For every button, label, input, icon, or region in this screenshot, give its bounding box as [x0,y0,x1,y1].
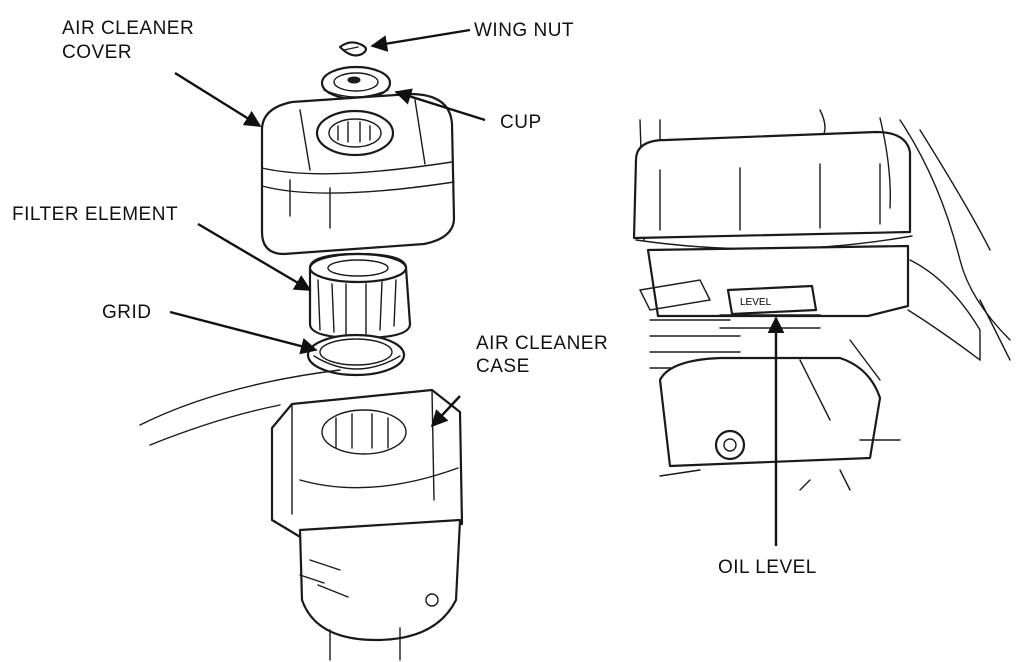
label-filter-element: FILTER ELEMENT [12,204,179,225]
label-air-cleaner-cover-line2: COVER [62,42,133,63]
grid-part [306,333,406,377]
cup-part [320,65,392,101]
air-cleaner-cover-part [260,92,456,256]
dipstick-text: LEVEL [740,297,772,308]
label-wing-nut: WING NUT [474,20,575,41]
arrow-filter-element [197,222,312,292]
label-cup: CUP [500,112,542,133]
arrow-cup [394,88,486,122]
wing-nut-part [338,41,368,57]
arrow-grid [169,310,318,355]
engine-view: LEVEL [632,109,1011,491]
arrow-air-cleaner-case [430,395,461,428]
label-air-cleaner-case-line2: CASE [476,356,530,377]
label-grid: GRID [102,302,152,323]
filter-element-part [308,252,412,340]
leader-arrows [169,28,785,546]
arrow-air-cleaner-cover [174,71,262,128]
air-cleaner-case-part [139,369,464,661]
label-air-cleaner-case-line1: AIR CLEANER [476,333,609,354]
label-air-cleaner-cover-line1: AIR CLEANER [62,18,195,39]
arrow-wing-nut [370,28,471,52]
label-oil-level: OIL LEVEL [718,557,817,578]
